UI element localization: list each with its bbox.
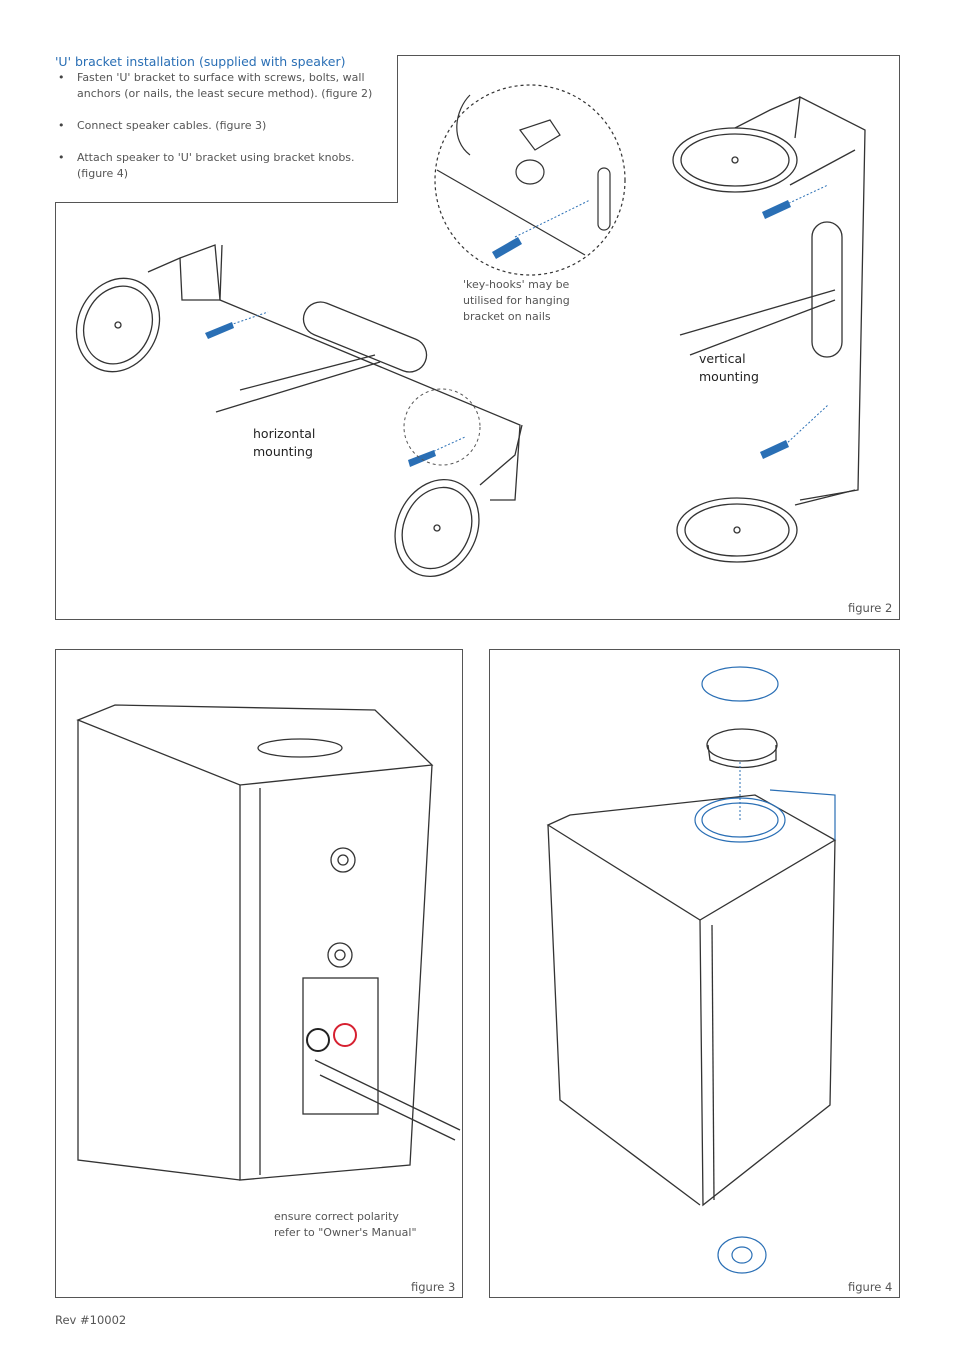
polarity-note: ensure correct polarity refer to "Owner'…: [274, 1210, 417, 1239]
revision-number: Rev #10002: [55, 1313, 127, 1327]
speaker-top-illustration: [546, 794, 837, 1207]
figure-2-label: figure 2: [848, 601, 893, 615]
instruction-step: Attach speaker to 'U' bracket using brac…: [55, 150, 390, 182]
figure-4-panel: [489, 649, 900, 1298]
horizontal-mounting-label: horizontal mounting: [253, 426, 316, 459]
instructions-title: 'U' bracket installation (supplied with …: [55, 54, 346, 69]
keyhook-detail-illustration: [434, 84, 626, 276]
speaker-rear-illustration: [76, 704, 461, 1181]
positive-terminal-icon: [333, 1023, 357, 1047]
vertical-bracket-illustration: [672, 96, 866, 563]
instructions-list: Fasten 'U' bracket to surface with screw…: [55, 70, 390, 198]
instruction-step: Fasten 'U' bracket to surface with screw…: [55, 70, 390, 102]
keyhook-note: 'key-hooks' may be utilised for hanging …: [463, 278, 570, 323]
figure-2-panel: [55, 55, 900, 620]
vertical-mounting-label: vertical mounting: [699, 351, 759, 384]
instruction-step: Connect speaker cables. (figure 3): [55, 118, 390, 134]
horizontal-bracket-illustration: [75, 244, 523, 578]
figure-3-label: figure 3: [411, 1280, 456, 1294]
figure-3-panel: [55, 649, 463, 1298]
figure-4-label: figure 4: [848, 1280, 893, 1294]
